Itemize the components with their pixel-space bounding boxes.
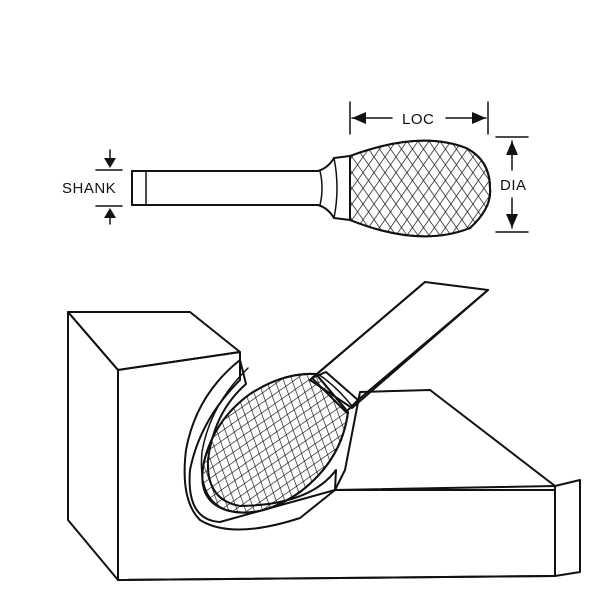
dia-label: DIA [500,177,527,194]
workpiece-block [67,311,581,581]
shank-in-use [309,281,489,413]
burr-in-use-illustration [67,281,581,581]
burr-head [349,139,492,238]
loc-dimension: LOC [349,101,489,135]
burr-dimension-drawing: SHANK LOC DIA [62,101,529,238]
shank [131,155,351,221]
burr-head-in-use [201,372,350,514]
dia-dimension: DIA [495,136,529,233]
loc-label: LOC [402,111,434,128]
shank-dimension: SHANK [62,149,123,225]
shank-label: SHANK [62,180,116,197]
